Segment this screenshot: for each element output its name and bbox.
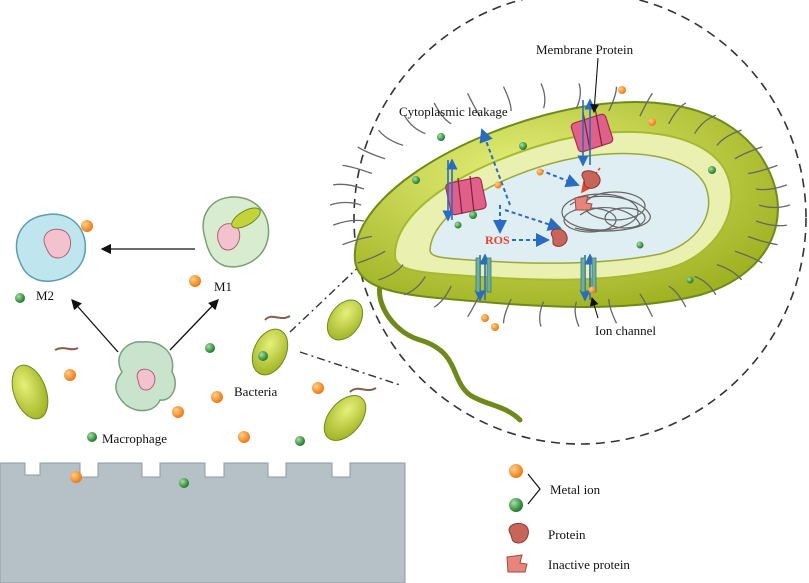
membrane-protein-left xyxy=(445,175,487,216)
pilus xyxy=(332,219,365,226)
pilus xyxy=(734,146,763,160)
pilus xyxy=(502,298,512,324)
bacterium-large xyxy=(353,101,779,423)
pilus xyxy=(716,263,743,281)
pilus xyxy=(342,235,372,246)
zoom-line-bottom xyxy=(299,351,401,386)
legend-orange-ion xyxy=(509,464,523,478)
pilus xyxy=(668,102,687,125)
protein-near-ros xyxy=(550,228,568,247)
legend-inactive-protein-label: Inactive protein xyxy=(548,557,630,572)
pilus xyxy=(540,83,546,109)
pilus xyxy=(734,250,763,264)
pilus xyxy=(467,93,481,117)
bacteria-label: Bacteria xyxy=(234,384,278,399)
legend-protein-shape xyxy=(508,522,529,544)
pilus xyxy=(433,285,452,308)
pilus xyxy=(342,164,373,175)
pilus xyxy=(748,164,778,175)
zoom-circle xyxy=(353,0,807,445)
legend-metal-ion-label: Metal ion xyxy=(550,482,601,497)
ion-channel-label: Ion channel xyxy=(595,323,657,338)
ros-label: ROS xyxy=(485,233,510,247)
macrophage-to-m2-arrow xyxy=(71,299,119,353)
pilus xyxy=(575,83,581,109)
small-bacteria xyxy=(11,299,377,441)
pilus xyxy=(639,293,653,317)
m2-label: M2 xyxy=(36,288,55,303)
pilus xyxy=(668,285,687,308)
legend-inactive-protein-shape xyxy=(506,554,528,573)
pilus xyxy=(403,114,426,135)
pilus xyxy=(357,146,386,160)
bacterium-small-3 xyxy=(326,299,364,341)
bacterium-flagellum xyxy=(377,259,523,423)
inactive-protein-in-cell xyxy=(574,195,593,211)
ion-channel-pointer xyxy=(589,296,599,319)
legend-brace xyxy=(527,473,541,505)
pilus xyxy=(755,220,788,227)
pilus xyxy=(639,92,653,117)
pilus xyxy=(747,235,778,246)
macrophage-to-m1-arrow xyxy=(169,299,219,351)
pilus xyxy=(433,102,452,125)
pilus xyxy=(608,86,618,112)
pilus xyxy=(329,201,362,206)
pilus xyxy=(539,301,545,327)
cytoplasmic-leakage-label: Cytoplasmic leakage xyxy=(399,104,508,119)
membrane-protein-pointer xyxy=(590,57,599,114)
m2-macrophage xyxy=(15,213,86,282)
pilus xyxy=(403,276,426,296)
macrophage-label: Macrophage xyxy=(102,431,167,446)
bacterium-small-4 xyxy=(323,395,367,441)
pilus xyxy=(608,298,618,324)
membrane-protein-top xyxy=(570,107,614,153)
legend-graphics xyxy=(506,464,541,573)
legend-protein-label: Protein xyxy=(548,527,586,542)
legend-green-ion xyxy=(509,498,523,512)
pilus xyxy=(755,184,788,191)
pilus xyxy=(502,86,512,112)
leakage-arrows xyxy=(479,128,580,234)
metal-ions xyxy=(15,86,716,488)
pilus xyxy=(332,183,365,190)
pilus xyxy=(357,250,386,264)
pilus xyxy=(574,301,580,327)
bacterium-small-2 xyxy=(251,328,289,376)
bacterium-small-1 xyxy=(11,364,49,420)
pilus xyxy=(377,129,404,147)
pilus xyxy=(694,275,717,296)
membrane-protein-label: Membrane Protein xyxy=(536,42,634,57)
macrophage xyxy=(115,341,176,412)
m1-label: M1 xyxy=(214,279,233,294)
pilus xyxy=(694,114,717,134)
substrate-surface xyxy=(0,462,406,583)
pilus xyxy=(758,204,791,209)
pilus xyxy=(378,264,404,281)
pilus xyxy=(716,129,742,146)
m1-macrophage xyxy=(202,196,270,268)
protein-in-cell xyxy=(581,170,601,189)
